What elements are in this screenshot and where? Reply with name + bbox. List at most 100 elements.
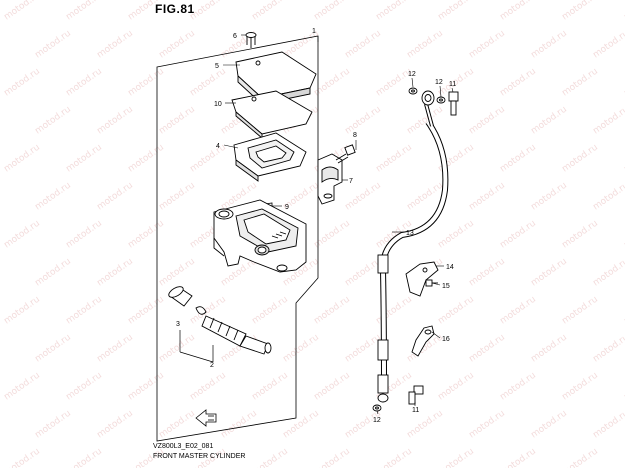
watermark-text: motod.ru [312,447,352,468]
watermark-text: motod.ru [498,0,538,22]
watermark-text: motod.ru [591,29,625,61]
watermark-text: motod.ru [560,0,600,22]
watermark-text: motod.ru [436,219,476,251]
watermark-text: motod.ru [312,0,352,22]
callout-5: 5 [215,63,219,70]
callout-1: 1 [312,28,316,35]
watermark-text: motod.ru [343,409,383,441]
watermark-text: motod.ru [250,295,290,327]
watermark-text: motod.ru [529,409,569,441]
watermark-text: motod.ru [95,409,135,441]
watermark-text: motod.ru [374,0,414,22]
callout-labels: 1 2 3 4 5 6 7 8 9 10 11 11 12 12 12 13 1… [176,28,456,424]
callout-16: 16 [442,336,450,343]
callout-9: 9 [285,204,289,211]
watermark-text: motod.ru [312,371,352,403]
watermark-text: motod.ru [467,105,507,137]
watermark-text: motod.ru [33,29,73,61]
watermark-text: motod.ru [560,295,600,327]
piston-kit [168,286,272,355]
watermark-text: motod.ru [560,447,600,468]
watermark-text: motod.ru [343,29,383,61]
watermark-text: motod.ru [467,409,507,441]
watermark-text: motod.ru [2,219,42,251]
watermark-text: motod.ru [2,143,42,175]
front-arrow-icon [195,409,217,427]
watermark-text: motod.ru [374,295,414,327]
watermark-text: motod.ru [560,67,600,99]
watermark-text: motod.ru [2,67,42,99]
brake-hose [379,103,449,391]
watermark-text: motod.ru [33,181,73,213]
master-cylinder-body [213,199,307,273]
hose-clamp [405,261,439,297]
callout-12-bottom: 12 [373,417,381,424]
callout-14: 14 [446,264,454,271]
watermark-text: motod.ru [436,0,476,22]
watermark-text: motod.ru [95,257,135,289]
watermark-text: motod.ru [467,257,507,289]
watermark-text: motod.ru [591,257,625,289]
watermark-text: motod.ru [188,0,228,22]
watermark-text: motod.ru [467,29,507,61]
watermark-text: motod.ru [33,333,73,365]
watermark-text: motod.ru [436,295,476,327]
watermark-text: motod.ru [498,143,538,175]
watermark-text: motod.ru [498,371,538,403]
cap-screw [245,32,257,48]
watermark-text: motod.ru [343,105,383,137]
watermark-text: motod.ru [126,143,166,175]
watermark-text: motod.ru [498,67,538,99]
callout-13: 13 [406,230,414,237]
callout-12-top-right: 12 [435,79,443,86]
watermark-text: motod.ru [126,295,166,327]
watermark-text: motod.ru [498,295,538,327]
watermark-text: motod.ru [95,29,135,61]
watermark-text: motod.ru [529,257,569,289]
watermark-text: motod.ru [2,0,42,22]
watermark-text: motod.ru [281,409,321,441]
callout-7: 7 [349,178,353,185]
callout-8: 8 [353,132,357,139]
watermark-text: motod.ru [126,219,166,251]
watermark-text: motod.ru [374,143,414,175]
watermark-text: motod.ru [64,67,104,99]
watermark-text: motod.ru [33,257,73,289]
callout-3: 3 [176,321,180,328]
watermark-text: motod.ru [498,447,538,468]
watermark-text: motod.ru [405,105,445,137]
watermark-text: motod.ru [343,181,383,213]
callout-11-top: 11 [449,81,456,88]
watermark-text: motod.ru [2,447,42,468]
watermark-text: motod.ru [157,105,197,137]
watermark-text: motod.ru [343,333,383,365]
diaphragm [233,132,307,182]
watermark-text: motod.ru [529,105,569,137]
watermark-text: motod.ru [529,29,569,61]
watermark-text: motod.ru [188,143,228,175]
callout-10: 10 [214,101,222,108]
watermark-text: motod.ru [126,67,166,99]
watermark-text: motod.ru [250,447,290,468]
callout-15: 15 [442,283,450,290]
watermark-text: motod.ru [64,219,104,251]
watermark-text: motod.ru [436,371,476,403]
watermark-text: motod.ru [219,409,259,441]
watermark-text: motod.ru [157,181,197,213]
watermark-text: motod.ru [2,295,42,327]
watermark-text: motod.ru [529,181,569,213]
diagram-code: VZ800L3_E02_081 [153,443,214,450]
kit-bracket [179,330,214,363]
watermark-text: motod.ru [467,333,507,365]
watermark-text: motod.ru [33,105,73,137]
watermark-text: motod.ru [188,67,228,99]
watermark-text: motod.ru [157,257,197,289]
watermark-text: motod.ru [405,29,445,61]
watermark-text: motod.ru [95,105,135,137]
leader-lines [223,34,454,415]
figure-title: FIG.81 [155,2,195,16]
watermark-text: motod.ru [2,371,42,403]
callout-6: 6 [233,33,237,40]
